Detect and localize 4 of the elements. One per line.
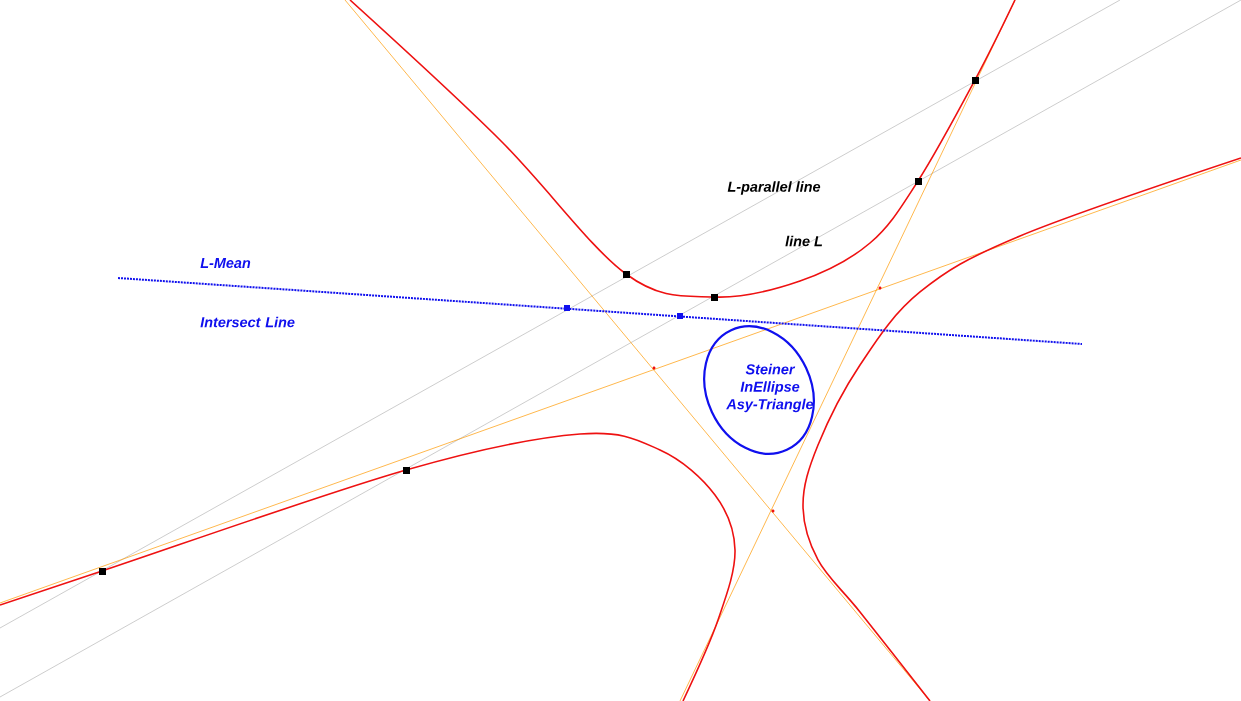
line-label: L-Mean: [200, 257, 251, 269]
line-label: L-parallel line: [727, 181, 821, 195]
line-label: Intersect Line: [200, 316, 295, 328]
line-label: line L: [785, 235, 822, 247]
